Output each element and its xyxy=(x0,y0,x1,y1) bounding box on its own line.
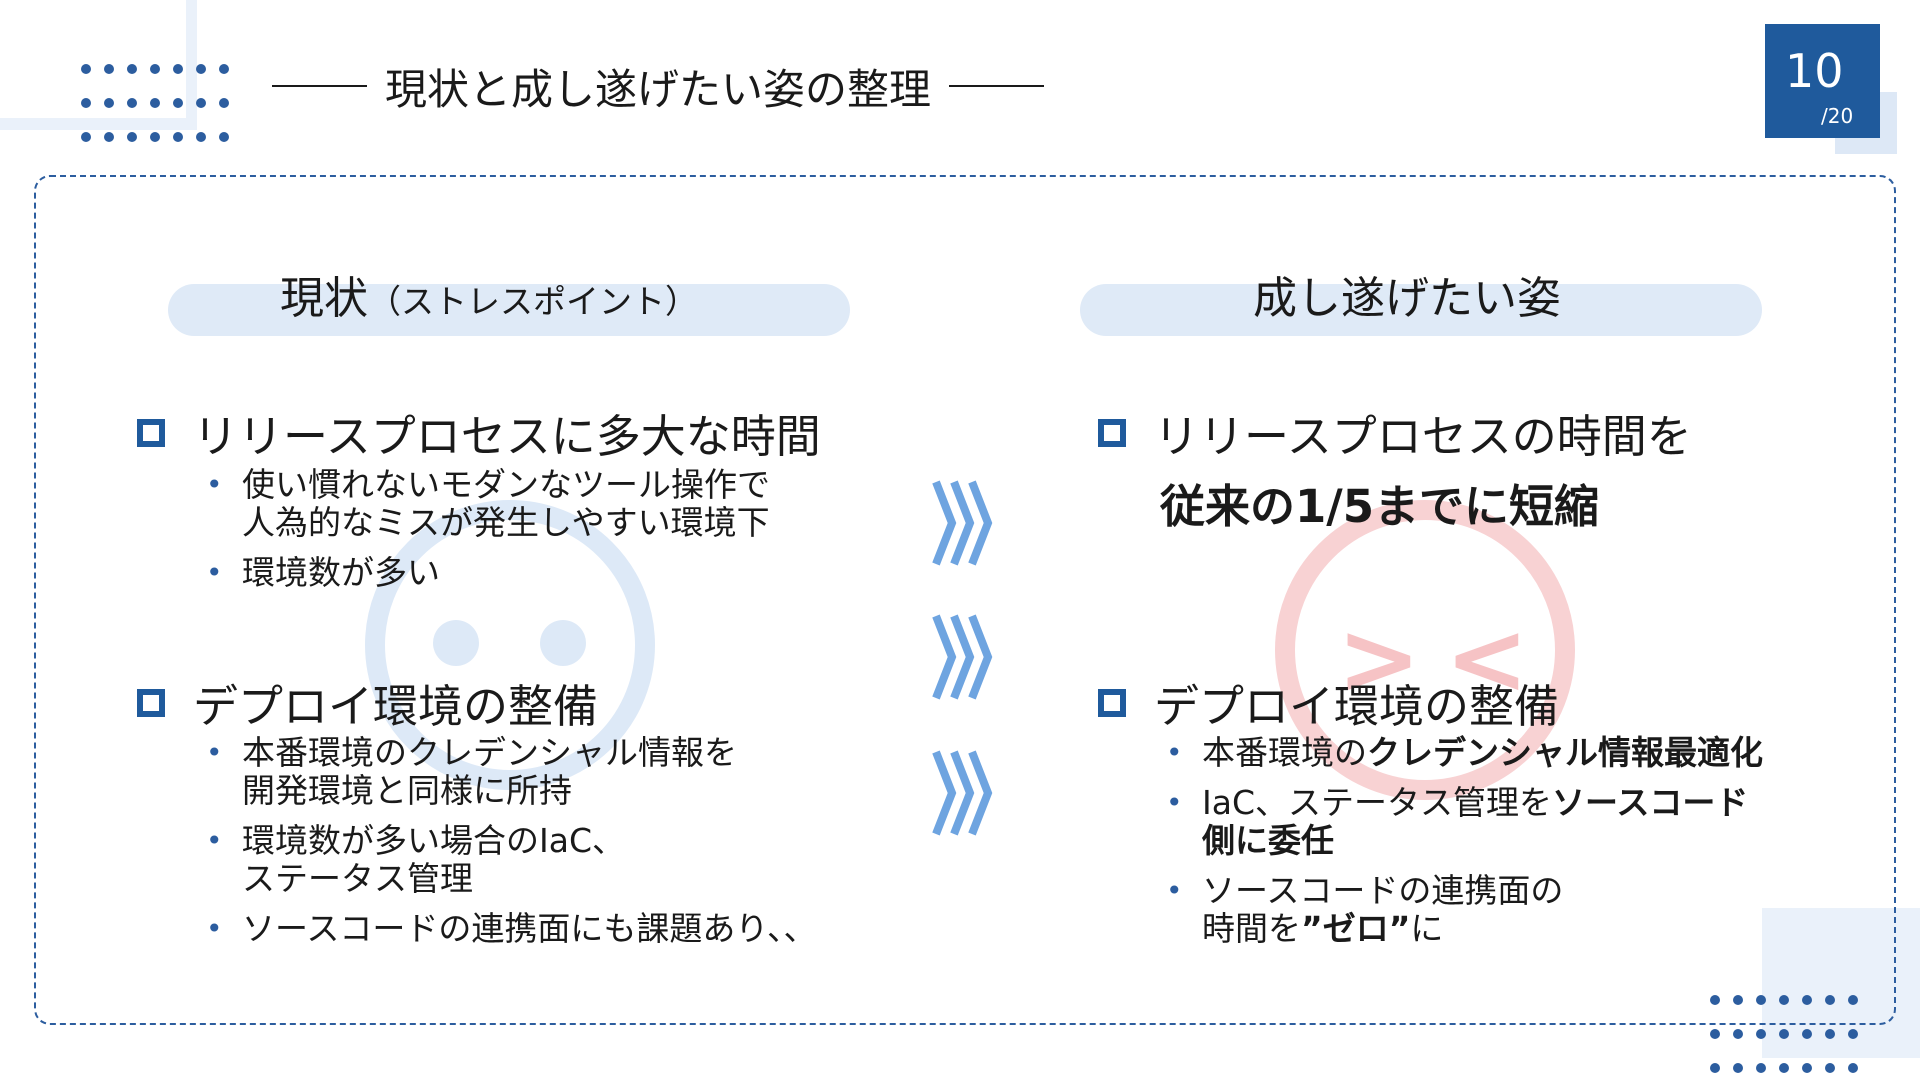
list-item: 本番環境のクレデンシャル情報最適化 xyxy=(1166,734,1763,773)
current-state-heading: 現状（ストレスポイント） xyxy=(280,262,698,326)
square-bullet-icon xyxy=(137,418,165,447)
left-section-1-heading: リリースプロセスに多大な時間 xyxy=(137,400,821,465)
left-section-2-list: 本番環境のクレデンシャル情報を 開発環境と同様に所持 環境数が多い場合のIaC、… xyxy=(206,734,817,960)
decor-line-vertical xyxy=(186,0,197,130)
right-section-2-heading: デプロイ環境の整備 xyxy=(1098,670,1559,735)
title-rule-left xyxy=(272,85,367,87)
decor-line-horizontal xyxy=(0,118,197,130)
right-section-2-title: デプロイ環境の整備 xyxy=(1154,680,1560,733)
title-rule-right xyxy=(949,85,1045,87)
left-section-2-title: デプロイ環境の整備 xyxy=(193,680,599,733)
page-total: /20 xyxy=(1821,104,1854,128)
triple-chevron-icon xyxy=(932,480,993,566)
list-item: 環境数が多い場合のIaC、 ステータス管理 xyxy=(206,822,817,898)
list-item: ソースコードの連携面にも課題あり、、 xyxy=(206,910,817,949)
left-section-1-title: リリースプロセスに多大な時間 xyxy=(193,410,821,463)
right-section-1-heading: リリースプロセスの時間を xyxy=(1098,400,1692,465)
square-bullet-icon xyxy=(1098,688,1126,717)
heading-pill-right xyxy=(1080,284,1762,336)
list-item: 使い慣れないモダンなツール操作で 人為的なミスが発生しやすい環境下 xyxy=(206,466,770,542)
triple-chevron-icon xyxy=(932,614,993,700)
right-section-1-emphasis: 従来の1/5までに短縮 xyxy=(1160,480,1600,533)
happy-face-mark-right: < xyxy=(1445,600,1529,717)
current-state-heading-sub: （ストレスポイント） xyxy=(368,282,698,321)
list-item: 本番環境のクレデンシャル情報を 開発環境と同様に所持 xyxy=(206,734,817,810)
left-section-2-heading: デプロイ環境の整備 xyxy=(137,670,598,735)
square-bullet-icon xyxy=(1098,418,1126,447)
heading-pill-left xyxy=(168,284,850,336)
square-bullet-icon xyxy=(137,688,165,717)
list-item: 環境数が多い xyxy=(206,554,770,593)
sad-face-eye-right xyxy=(540,620,586,666)
decor-dot-grid-top-left xyxy=(81,64,229,142)
right-section-2-list: 本番環境のクレデンシャル情報最適化 IaC、ステータス管理をソースコード 側に委… xyxy=(1166,734,1763,960)
decor-dot-grid-bottom-right xyxy=(1710,995,1858,1073)
target-state-heading: 成し遂げたい姿 xyxy=(1253,273,1561,324)
triple-chevron-icon xyxy=(932,750,993,836)
current-state-heading-main: 現状 xyxy=(280,273,368,324)
list-item: ソースコードの連携面の 時間を”ゼロ”に xyxy=(1166,872,1763,948)
slide-title-text: 現状と成し遂げたい姿の整理 xyxy=(385,64,932,114)
left-section-1-list: 使い慣れないモダンなツール操作で 人為的なミスが発生しやすい環境下 環境数が多い xyxy=(206,466,770,604)
sad-face-eye-left xyxy=(433,620,479,666)
content-panel xyxy=(34,175,1896,1025)
list-item: IaC、ステータス管理をソースコード 側に委任 xyxy=(1166,784,1763,860)
slide-title: 現状と成し遂げたい姿の整理 xyxy=(272,58,1132,114)
page-number: 10 xyxy=(1785,44,1844,98)
happy-face-mark-left: > xyxy=(1337,600,1421,717)
page-number-badge: 10 /20 xyxy=(1765,24,1880,138)
right-section-1-title: リリースプロセスの時間を xyxy=(1154,410,1692,463)
